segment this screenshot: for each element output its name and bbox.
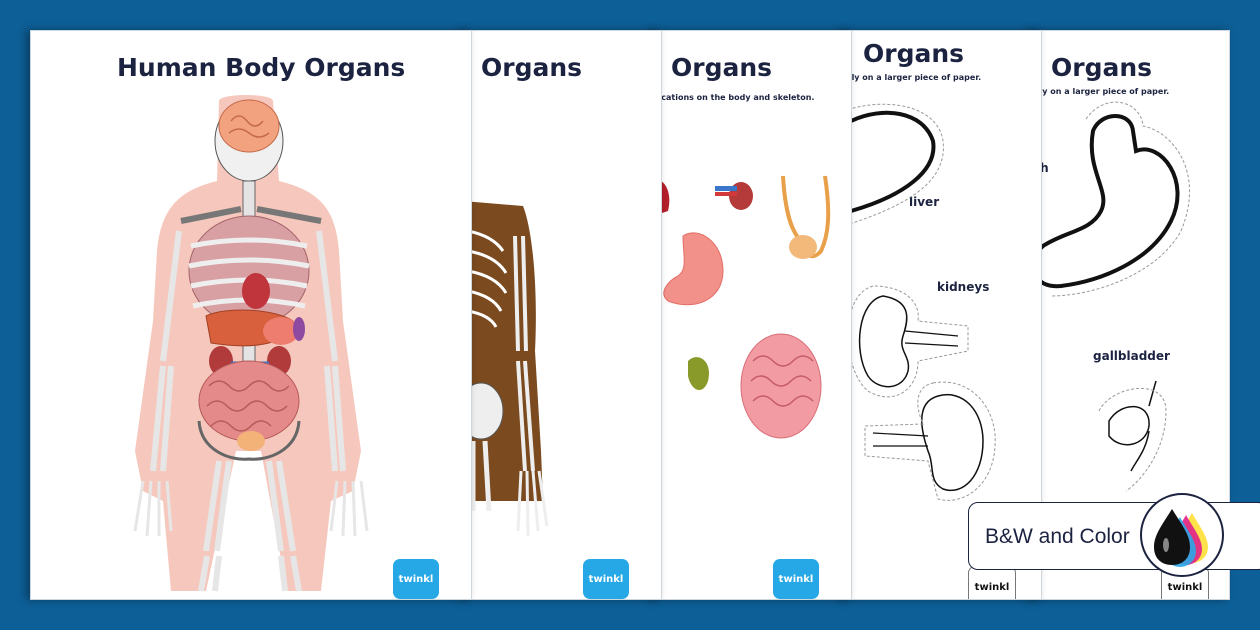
liver-cut-line [843, 103, 944, 227]
sheet-title: Human Body Organs [117, 53, 406, 82]
skeleton-figure [463, 201, 549, 537]
sheet-title: Organs [1051, 53, 1153, 82]
stomach [263, 317, 299, 345]
heart [242, 273, 270, 309]
clavicles [180, 206, 322, 224]
ribs [188, 237, 310, 309]
label-kidneys: kidneys [937, 280, 990, 294]
liver-outline [850, 110, 936, 213]
color-organs [653, 175, 831, 439]
sheet-title: Organs [671, 53, 773, 82]
lungs [188, 215, 310, 327]
twinkl-logo-bw: twinkl [968, 566, 1016, 599]
brain [218, 99, 280, 153]
sheet-cutout-color: Organs locations on the body and skeleto… [652, 30, 852, 600]
bile-duct-outline [1130, 380, 1157, 472]
pelvis-shape [463, 382, 504, 440]
leg-bones [470, 440, 492, 512]
brain-folds [228, 115, 270, 138]
ureter-line-2 [872, 432, 929, 447]
kidney-cut-line-2 [864, 381, 996, 501]
badge-text: B&W and Color [985, 525, 1130, 548]
stomach-cut-line [1050, 101, 1191, 297]
body-diagram [133, 95, 369, 592]
sheet-subtitle: ctly on a larger piece of paper. [843, 73, 982, 82]
hand-bones [133, 480, 369, 537]
outline-organs [1031, 101, 1191, 492]
ureter-line-1 [904, 330, 959, 347]
label-gallbladder: gallbladder [1093, 349, 1170, 363]
arm-bones [513, 235, 535, 472]
leg-bones [198, 460, 302, 592]
outline-organs [843, 103, 996, 501]
gallbladder-outline [1108, 405, 1150, 446]
renal-vessels [715, 186, 737, 191]
kidney-cut-line-1 [847, 285, 969, 398]
twinkl-logo: twinkl [583, 559, 629, 599]
sheet-human-body-organs: Human Body Organs twinkl [30, 30, 472, 600]
hand-bones [516, 470, 549, 537]
renal-artery [715, 192, 737, 196]
sheet-subtitle: locations on the body and skeleton. [653, 93, 815, 102]
pelvis [197, 420, 301, 461]
rib-cage [467, 229, 508, 328]
twinkl-logo: twinkl [773, 559, 819, 599]
sheet-subtitle: ctly on a larger piece of paper. [1031, 87, 1170, 96]
stomach-outline [1031, 114, 1180, 289]
stomach-shape [663, 232, 724, 306]
gallbladder-shape [688, 357, 709, 391]
bladder [237, 431, 265, 451]
kidney-outline-2 [921, 394, 984, 492]
label-liver: liver [909, 195, 940, 209]
kidney-outline-1 [858, 295, 910, 388]
ink-drops-graphic [1154, 509, 1208, 567]
bladder-sac [789, 235, 817, 259]
color-option-badge: B&W and Color [968, 493, 1260, 577]
gallbladder-cut-line [1098, 387, 1167, 492]
intestine-folds [206, 380, 290, 432]
intestine-folds [750, 355, 814, 407]
spleen [293, 317, 305, 341]
twinkl-logo: twinkl [393, 559, 439, 599]
sheet-title: Organs [863, 39, 965, 68]
sheet-skeleton-brown: Organs twinkl [462, 30, 662, 600]
ink-drops-icon [1140, 493, 1224, 577]
arm-bones [150, 230, 346, 472]
sheet-title: Organs [481, 53, 583, 82]
